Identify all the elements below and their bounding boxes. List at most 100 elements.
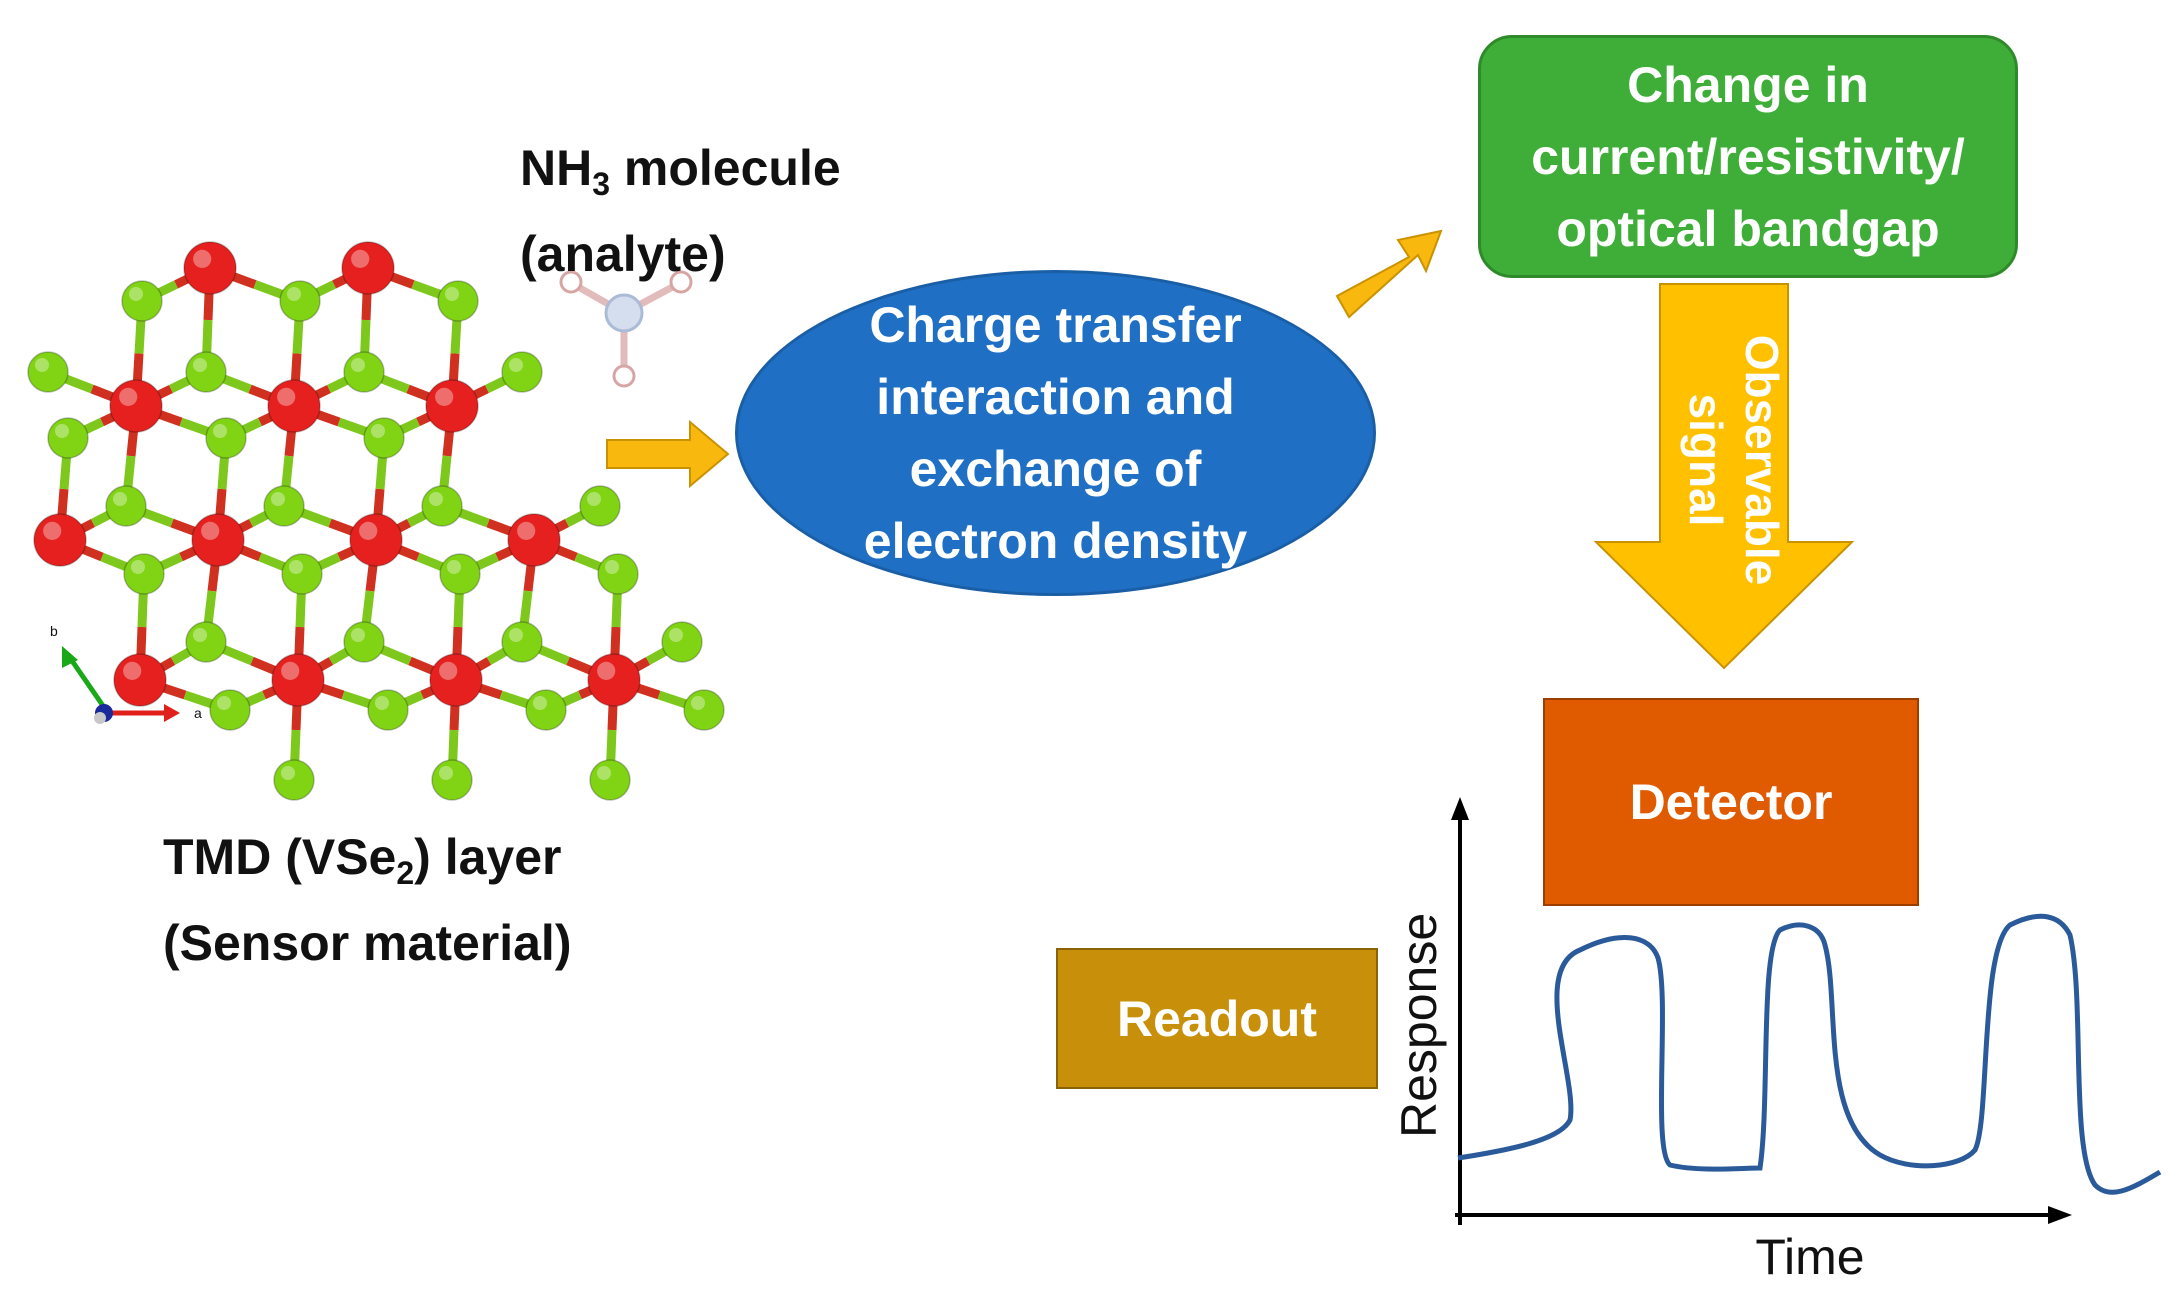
se-atom-highlight: [597, 766, 611, 780]
se-atom-highlight: [213, 424, 227, 438]
v-atom-highlight: [359, 521, 378, 541]
se-atom-highlight: [193, 628, 207, 642]
se-atom: [661, 621, 703, 663]
se-atom: [343, 621, 385, 663]
se-atom-highlight: [55, 424, 69, 438]
se-atom: [47, 417, 89, 459]
v-atom-highlight: [439, 661, 458, 681]
se-atom: [501, 621, 543, 663]
charge-transfer-ellipse: Charge transfer interaction and exchange…: [735, 270, 1376, 596]
detector-box: Detector: [1543, 698, 1919, 906]
se-atom-highlight: [429, 492, 443, 506]
arrow-to-interaction: [606, 419, 730, 489]
se-atom-highlight: [669, 628, 683, 642]
se-atom: [367, 689, 409, 731]
se-atom: [123, 553, 165, 595]
v-atom-highlight: [201, 521, 220, 541]
se-atom: [27, 351, 69, 393]
response-axis-label: Response: [1391, 912, 1447, 1138]
sensor-formula-pre: TMD (VSe: [163, 829, 397, 885]
v-atom-highlight: [43, 521, 62, 541]
se-atom-highlight: [439, 766, 453, 780]
sensor-role: (Sensor material): [163, 915, 572, 971]
v-atom-highlight: [119, 387, 138, 406]
v-atom: [33, 513, 87, 567]
time-axis-label: Time: [1755, 1229, 1865, 1285]
observable-signal-label: Observable signal: [1660, 320, 1790, 600]
se-atom: [263, 485, 305, 527]
change-line-2: current/resistivity/: [1531, 128, 1965, 185]
se-atom: [363, 417, 405, 459]
change-line-1: Change in: [1627, 56, 1869, 113]
se-atom-highlight: [375, 696, 389, 710]
v-atom: [109, 379, 163, 433]
v-atom-highlight: [351, 249, 370, 268]
v-atom-highlight: [435, 387, 454, 406]
analyte-subscript: 3: [592, 166, 611, 202]
se-atom: [105, 485, 147, 527]
v-atom-highlight: [517, 521, 536, 541]
v-atom: [113, 653, 167, 707]
v-atom: [191, 513, 245, 567]
interaction-line-3: exchange of: [909, 441, 1202, 497]
se-atom: [185, 351, 227, 393]
v-atom: [267, 379, 321, 433]
se-atom: [525, 689, 567, 731]
v-atom-highlight: [597, 661, 616, 681]
nh3-molecule-icon: [559, 270, 693, 388]
se-atom: [343, 351, 385, 393]
sensor-formula-post: ) layer: [414, 829, 562, 885]
observable-signal-arrow: [1593, 283, 1855, 670]
analyte-formula: NH: [520, 140, 593, 196]
analyte-name: molecule: [610, 140, 841, 196]
se-atom: [597, 553, 639, 595]
change-in-property-box: Change in current/resistivity/ optical b…: [1478, 35, 2018, 278]
readout-box: Readout: [1056, 948, 1378, 1089]
detector-label: Detector: [1629, 774, 1833, 830]
v-atom: [183, 241, 237, 295]
se-atom: [421, 485, 463, 527]
interaction-line-1: Charge transfer: [869, 297, 1242, 353]
arrow-to-change: [1335, 229, 1443, 319]
se-atom-highlight: [691, 696, 705, 710]
se-atom-highlight: [217, 696, 231, 710]
se-atom: [683, 689, 725, 731]
v-atom: [425, 379, 479, 433]
se-atom-highlight: [587, 492, 601, 506]
se-atom-highlight: [113, 492, 127, 506]
se-atom-highlight: [193, 358, 207, 372]
crystal-axes-indicator: b a: [50, 623, 202, 724]
interaction-line-4: electron density: [863, 513, 1248, 569]
se-atom: [501, 351, 543, 393]
se-atom: [589, 759, 631, 801]
se-atom: [273, 759, 315, 801]
se-atom-highlight: [287, 287, 301, 301]
response-time-plot: [1451, 797, 2162, 1225]
interaction-line-2: interaction and: [876, 369, 1235, 425]
se-atom: [437, 280, 479, 322]
analyte-role: (analyte): [520, 226, 726, 282]
v-atom: [429, 653, 483, 707]
se-atom-highlight: [509, 628, 523, 642]
v-atom: [349, 513, 403, 567]
sensor-subscript: 2: [396, 855, 415, 891]
se-atom: [209, 689, 251, 731]
v-atom-highlight: [277, 387, 296, 406]
se-atom: [185, 621, 227, 663]
sensor-material-label: TMD (VSe2) layer (Sensor material): [163, 822, 571, 978]
se-atom-highlight: [129, 287, 143, 301]
se-atom-highlight: [289, 560, 303, 574]
se-atom-highlight: [509, 358, 523, 372]
vse2-lattice-atoms: [27, 241, 725, 801]
se-atom: [431, 759, 473, 801]
se-atom: [579, 485, 621, 527]
se-atom: [281, 553, 323, 595]
se-atom: [439, 553, 481, 595]
v-atom: [587, 653, 641, 707]
se-atom-highlight: [533, 696, 547, 710]
v-atom-highlight: [123, 661, 142, 681]
se-atom: [205, 417, 247, 459]
se-atom-highlight: [35, 358, 49, 372]
se-atom-highlight: [447, 560, 461, 574]
